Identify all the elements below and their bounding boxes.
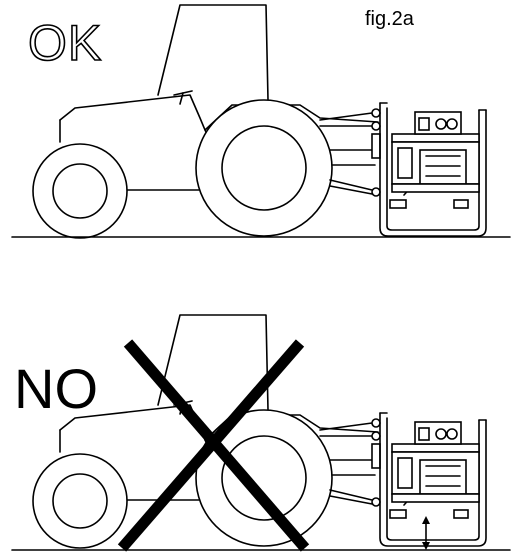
figure-label: fig.2a bbox=[365, 8, 414, 30]
cross-mark-icon bbox=[117, 339, 310, 552]
ok-label: OK bbox=[27, 14, 103, 72]
tractor-no bbox=[32, 314, 487, 549]
gap-arrow bbox=[422, 516, 430, 550]
no-label: NO bbox=[14, 357, 98, 420]
tractor-ok bbox=[32, 4, 487, 239]
